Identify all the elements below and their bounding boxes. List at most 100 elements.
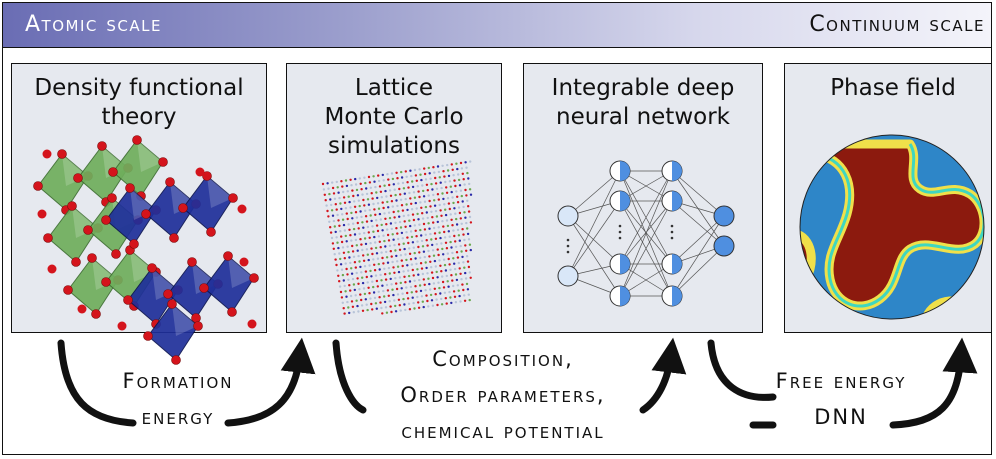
lattice-site xyxy=(331,242,335,245)
lattice-site xyxy=(345,212,348,215)
lattice-site xyxy=(400,170,403,174)
lattice-site xyxy=(347,306,350,309)
oxygen-atom xyxy=(199,283,209,293)
oxygen-atom xyxy=(169,233,179,243)
lattice-site xyxy=(390,172,394,175)
lattice-site xyxy=(350,211,353,215)
lattice-site xyxy=(452,174,455,177)
lattice-site xyxy=(447,230,450,233)
lattice-site xyxy=(370,247,373,250)
lattice-site xyxy=(441,220,444,223)
phase-field-microstructure xyxy=(799,134,985,320)
lattice-site xyxy=(436,303,439,307)
lattice-site xyxy=(400,176,404,179)
lattice-site xyxy=(340,180,343,183)
lattice-site xyxy=(433,232,437,235)
lattice-site xyxy=(341,213,344,216)
lattice-site xyxy=(453,295,457,298)
lattice-site xyxy=(360,243,363,246)
lattice-site xyxy=(393,188,396,191)
lattice-site xyxy=(345,240,348,243)
lattice-site xyxy=(452,229,455,232)
lattice-site xyxy=(439,236,442,240)
lattice-site xyxy=(352,283,356,286)
arrow-2-tail xyxy=(332,339,367,414)
lattice-site xyxy=(374,246,378,250)
lattice-site xyxy=(431,304,435,307)
lattice-site xyxy=(444,241,448,244)
lattice-site xyxy=(462,178,465,181)
lattice-site xyxy=(396,260,399,263)
lattice-site xyxy=(461,228,464,231)
lattice-site xyxy=(321,182,325,186)
nn-edge xyxy=(619,200,673,265)
lattice-site xyxy=(358,232,361,235)
lattice-site xyxy=(340,240,344,244)
lattice-site xyxy=(393,243,396,247)
lattice-site xyxy=(423,200,427,203)
lattice-site xyxy=(383,295,386,298)
lattice-site xyxy=(451,251,454,255)
lattice-site xyxy=(350,239,353,242)
lattice-site xyxy=(398,276,402,279)
lattice-site xyxy=(401,209,405,212)
lattice-site xyxy=(395,199,398,202)
lattice-site xyxy=(353,288,356,292)
lattice-site xyxy=(445,274,448,278)
lattice-site xyxy=(398,187,401,191)
lattice-site xyxy=(387,266,391,270)
lattice-site xyxy=(385,256,389,259)
lattice-site xyxy=(465,221,468,225)
lattice-site xyxy=(432,221,435,224)
lattice-site xyxy=(408,308,412,311)
lattice-site xyxy=(409,230,413,233)
lattice-site xyxy=(449,296,452,299)
lattice-site xyxy=(430,271,434,274)
lattice-site xyxy=(340,296,344,299)
lattice-site xyxy=(456,228,460,232)
lattice-site xyxy=(468,215,472,219)
lattice-site xyxy=(339,230,342,233)
lattice-site xyxy=(389,222,393,225)
lattice-site xyxy=(339,257,342,261)
lattice-site xyxy=(343,312,346,315)
nn-node xyxy=(713,205,735,227)
lattice-site xyxy=(432,166,435,169)
lattice-site xyxy=(421,272,425,276)
lattice-site xyxy=(397,210,400,213)
neural-network-diagram xyxy=(557,160,735,307)
lattice-site xyxy=(342,223,346,227)
lattice-site xyxy=(425,266,428,270)
transition-2-label: Composition, Order parameters, chemical … xyxy=(400,347,606,443)
lattice-site xyxy=(447,202,451,205)
lattice-site xyxy=(381,201,384,204)
lattice-site xyxy=(431,216,434,219)
lattice-site xyxy=(454,273,458,276)
lattice-site xyxy=(389,250,392,253)
lattice-site xyxy=(367,203,371,206)
lattice-site xyxy=(351,277,355,281)
lattice-site xyxy=(334,203,337,206)
lattice-site xyxy=(445,186,448,189)
lattice-site xyxy=(386,289,390,292)
lattice-site xyxy=(395,282,398,285)
lattice-site xyxy=(378,296,381,299)
lattice-site xyxy=(379,190,383,193)
lattice-site xyxy=(404,225,407,228)
lattice-site xyxy=(389,194,393,197)
oxygen-atom xyxy=(87,253,97,263)
lattice-site xyxy=(391,233,394,236)
lattice-site xyxy=(407,269,410,272)
oxygen-atom xyxy=(167,299,177,309)
lattice-site xyxy=(323,193,326,196)
lattice-site xyxy=(427,166,430,170)
lattice-site xyxy=(413,251,416,255)
lattice-site xyxy=(369,297,372,300)
lattice-site xyxy=(438,259,441,262)
lattice-site xyxy=(369,242,372,245)
lattice-site xyxy=(404,281,407,284)
lattice-site xyxy=(393,216,396,219)
lattice-site xyxy=(405,258,408,262)
lattice-site xyxy=(375,307,378,310)
oxygen-atom xyxy=(237,204,247,214)
